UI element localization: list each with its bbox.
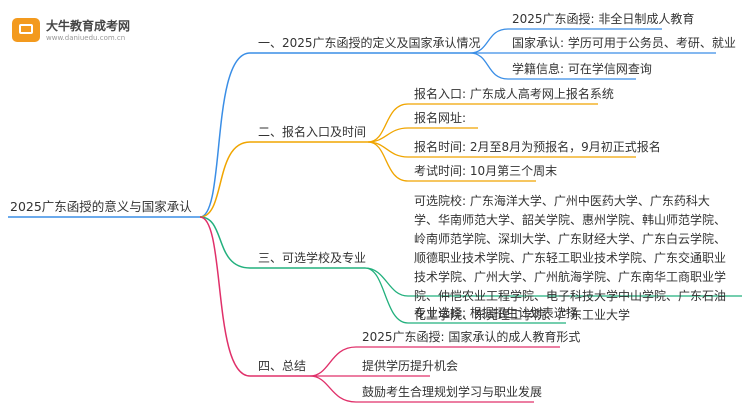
connector-b3-c1 (364, 267, 742, 297)
connector-b4-c3 (309, 375, 534, 403)
b1-child-1: 2025广东函授: 非全日制成人教育 (512, 12, 695, 26)
connector-branch-4 (199, 216, 310, 377)
b3-child-1: 可选院校: 广东海洋大学、广州中医药大学、广东药科大学、华南师范大学、韶关学院、… (414, 194, 727, 322)
logo-url: www.daniuedu.com.cn (46, 34, 126, 42)
connector-b2-c4 (367, 141, 536, 182)
b1-child-3: 学籍信息: 可在学信网查询 (512, 62, 652, 76)
branch-3-label: 三、可选学校及专业 (258, 251, 367, 265)
connector-b2-c1 (367, 103, 598, 143)
b2-child-4: 考试时间: 10月第三个周末 (414, 164, 558, 178)
connector-b2-c2 (367, 127, 478, 143)
logo-title: 大牛教育成考网 (46, 19, 131, 33)
branch-4-label: 四、总结 (258, 359, 307, 373)
b4-child-1: 2025广东函授: 国家承认的成人教育形式 (362, 330, 581, 344)
b2-child-3: 报名时间: 2月至8月为预报名，9月初正式报名 (414, 140, 661, 154)
b1-child-2: 国家承认: 学历可用于公务员、考研、就业 (512, 36, 736, 50)
site-logo: 大牛教育成考网 www.daniuedu.com.cn (12, 12, 162, 48)
b3-child-2: 专业选择: 根据招生计划表选择 (414, 306, 578, 320)
connector-b4-c1 (309, 346, 560, 377)
b4-child-2: 提供学历提升机会 (362, 359, 459, 373)
connector-b1-c3 (469, 52, 636, 80)
branch-1-label: 一、2025广东函授的定义及国家承认情况 (258, 36, 481, 50)
b4-child-3: 鼓励考生合理规划学习与职业发展 (362, 385, 543, 399)
b2-child-1: 报名入口: 广东成人高考网上报名系统 (414, 87, 614, 101)
connector-branch-2 (199, 141, 368, 218)
connector-branch-3 (199, 216, 365, 269)
connector-b3-c2 (364, 267, 566, 324)
connector-b1-c1 (469, 28, 662, 54)
connector-branch-1 (199, 52, 470, 218)
branch-2-label: 二、报名入口及时间 (258, 125, 367, 139)
root-node: 2025广东函授的意义与国家承认 (10, 199, 192, 214)
logo-icon (12, 18, 40, 42)
b2-child-2: 报名网址: (414, 111, 467, 125)
